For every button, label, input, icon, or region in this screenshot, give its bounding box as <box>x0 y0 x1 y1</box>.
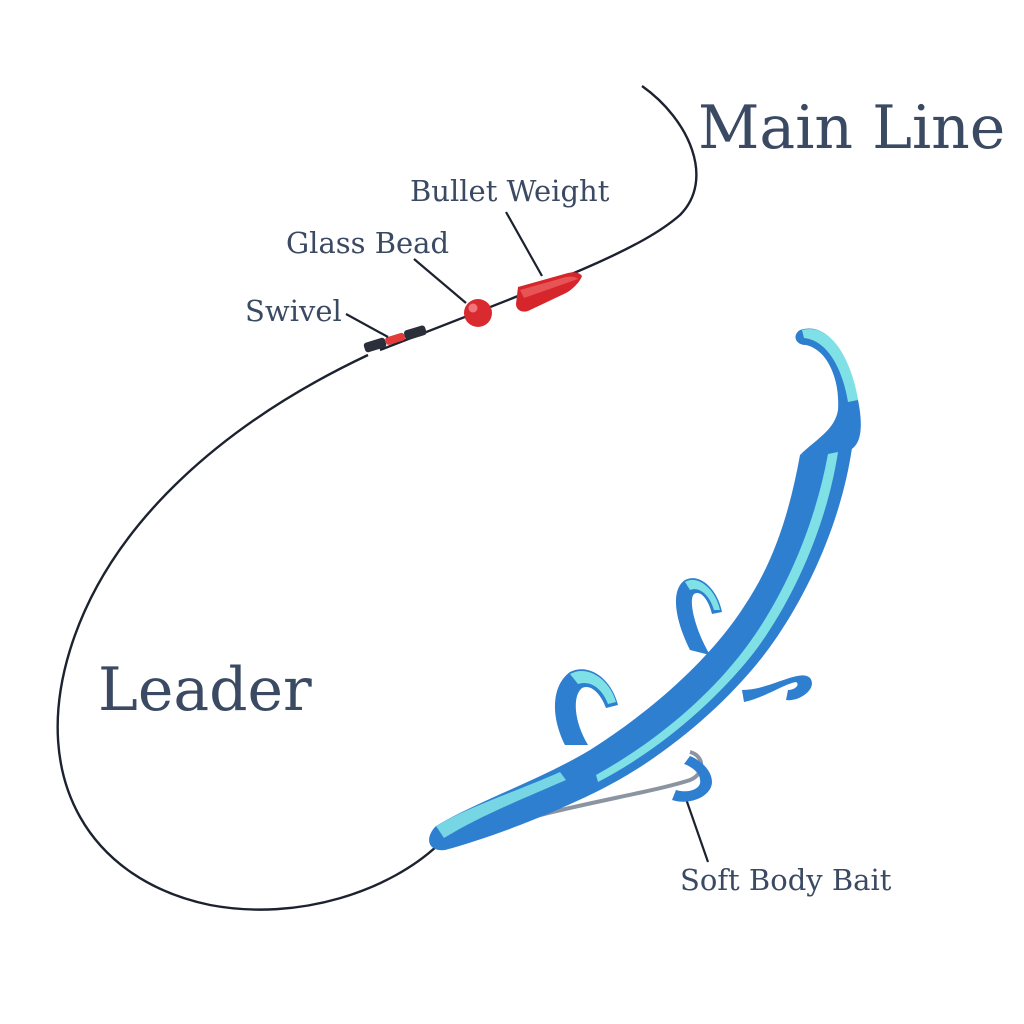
swivel-pointer <box>345 313 389 338</box>
leader-line <box>56 353 439 911</box>
soft-body-bait-label: Soft Body Bait <box>680 863 892 897</box>
glass-bead-pointer <box>413 258 467 304</box>
leader-label: Leader <box>98 655 312 725</box>
main-line-label: Main Line <box>698 93 1006 163</box>
glass-bead <box>464 299 492 327</box>
swivel <box>363 325 427 353</box>
soft-body-bait-pointer <box>683 795 710 863</box>
bullet-weight-pointer <box>505 211 543 277</box>
soft-body-bait <box>429 328 861 851</box>
bullet-weight-label: Bullet Weight <box>410 174 610 208</box>
main-line <box>379 85 698 352</box>
glass-bead-label: Glass Bead <box>286 226 450 260</box>
swivel-label: Swivel <box>245 294 342 328</box>
hook <box>539 750 704 817</box>
bullet-weight <box>516 272 582 312</box>
